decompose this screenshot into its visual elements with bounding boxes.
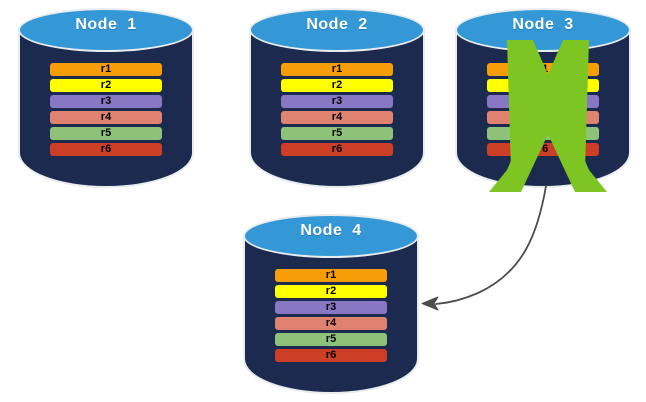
node-4-row-r6[interactable]: r6 (274, 349, 388, 362)
node-2-rows: r1 r2 r3 r4 r5 r6 (280, 63, 394, 156)
node-1-row-r6[interactable]: r6 (49, 143, 163, 156)
node-1-label: Node 1 (75, 16, 137, 33)
node-3-row-r5[interactable]: r5 (486, 127, 600, 140)
node-3-row-r4[interactable]: r4 (486, 111, 600, 124)
node-2-cylinder-body (249, 28, 425, 188)
node-4-cylinder-body (243, 234, 419, 394)
node-1-cylinder: Node 1 r1 r2 r3 r4 r5 r6 (18, 8, 194, 188)
node-1[interactable]: Node 1 r1 r2 r3 r4 r5 r6 (18, 8, 194, 188)
node-2-cylinder-top (249, 8, 425, 52)
node-2-row-r1[interactable]: r1 (280, 63, 394, 76)
node-4-rows: r1 r2 r3 r4 r5 r6 (274, 269, 388, 362)
node-1-row-r4[interactable]: r4 (49, 111, 163, 124)
node-2-row-r5[interactable]: r5 (280, 127, 394, 140)
node-1-rows: r1 r2 r3 r4 r5 r6 (49, 63, 163, 156)
node-3-cylinder: Node 3 r1 r2 r3 r4 r5 r6 (455, 8, 631, 188)
node-2[interactable]: Node 2 r1 r2 r3 r4 r5 r6 (249, 8, 425, 188)
node-3-row-r2[interactable]: r2 (486, 79, 600, 92)
node-4-row-r3[interactable]: r3 (274, 301, 388, 314)
node-2-label: Node 2 (306, 16, 368, 33)
node-3-row-r6[interactable]: r6 (486, 143, 600, 156)
node-4[interactable]: Node 4 r1 r2 r3 r4 r5 r6 (243, 214, 419, 394)
node-3[interactable]: Node 3 r1 r2 r3 r4 r5 r6 (455, 8, 631, 188)
node-1-row-r2[interactable]: r2 (49, 79, 163, 92)
replication-arrow-head-icon (421, 296, 439, 311)
node-4-label: Node 4 (300, 222, 362, 239)
node-1-cylinder-body (18, 28, 194, 188)
replication-arrow-line (435, 185, 547, 305)
node-4-row-r4[interactable]: r4 (274, 317, 388, 330)
node-2-row-r3[interactable]: r3 (280, 95, 394, 108)
node-1-row-r5[interactable]: r5 (49, 127, 163, 140)
node-4-cylinder: Node 4 r1 r2 r3 r4 r5 r6 (243, 214, 419, 394)
node-1-row-r3[interactable]: r3 (49, 95, 163, 108)
node-4-row-r2[interactable]: r2 (274, 285, 388, 298)
node-3-rows: r1 r2 r3 r4 r5 r6 (486, 63, 600, 156)
node-3-label: Node 3 (512, 16, 574, 33)
node-1-cylinder-top (18, 8, 194, 52)
node-4-row-r5[interactable]: r5 (274, 333, 388, 346)
node-2-cylinder: Node 2 r1 r2 r3 r4 r5 r6 (249, 8, 425, 188)
node-2-row-r4[interactable]: r4 (280, 111, 394, 124)
node-1-row-r1[interactable]: r1 (49, 63, 163, 76)
node-2-row-r2[interactable]: r2 (280, 79, 394, 92)
node-3-row-r3[interactable]: r3 (486, 95, 600, 108)
node-4-cylinder-top (243, 214, 419, 258)
node-2-row-r6[interactable]: r6 (280, 143, 394, 156)
node-4-row-r1[interactable]: r1 (274, 269, 388, 282)
node-3-row-r1[interactable]: r1 (486, 63, 600, 76)
